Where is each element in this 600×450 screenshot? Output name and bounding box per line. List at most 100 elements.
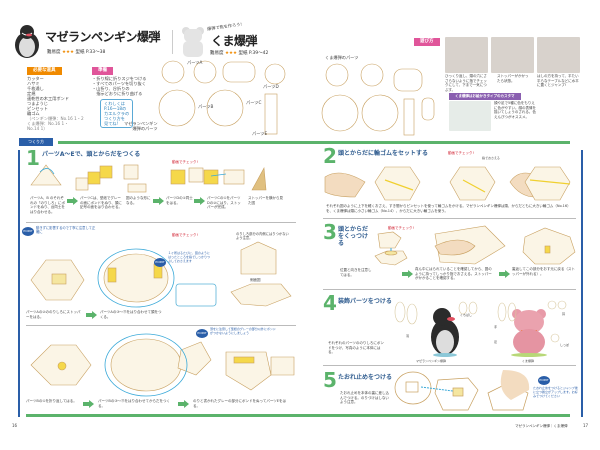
part-e-label: パーツE [252, 131, 268, 136]
page-number-left: 16 [12, 423, 18, 428]
top-rule [58, 141, 570, 144]
point-badge: POINT [154, 258, 166, 267]
decor-parts-outline [394, 300, 567, 343]
prep-label: 準備 [92, 67, 113, 75]
step-1-caption-2: パーツCは、型紙でグレーの面にボンドをぬり、頭に記号の面をはり合わせる。 [80, 196, 122, 209]
step-3-illustrations [374, 225, 576, 266]
right-rule [581, 150, 583, 417]
step-1-point-note: のりしろ部分の内側にはりつかないよう注意。 [236, 232, 289, 240]
step-2-caption: それぞれ図のように上下を軽くおさえ、すき間からピンセットを使って輪ゴムをかける。… [326, 204, 571, 213]
step-1-number: 1 [26, 146, 40, 170]
play-label: 遊び方 [414, 38, 440, 46]
left-rule [18, 150, 20, 417]
arrow-icon [178, 400, 189, 408]
step-5-number: 5 [323, 368, 337, 392]
step-3-caption-1: 位置と向きを注意してはる。 [340, 268, 372, 277]
part-d-label: パーツD [263, 84, 279, 89]
play-photo-1 [445, 37, 488, 73]
penguin-parts-caption: マゼランペンギン 爆弾のパーツ [124, 121, 158, 131]
part-c-label: パーツC [246, 100, 262, 105]
penguin-meta: 難易度 ★★★ 型紙 P.33〜38 [47, 50, 106, 55]
step-1-point-2: １ヶ所はるたびに、図のようにはったところを指でしっかりつぶしておさえます [168, 251, 211, 263]
callout-beak: くちばし [460, 313, 473, 317]
step-1-video-check[interactable]: 動画でチェック! [172, 160, 198, 164]
play-step-2: ストッパーがかかったら状態。 [497, 74, 529, 83]
arrow-icon [67, 197, 78, 205]
bear-tagline: 爆弾で熊を作ろう! [206, 21, 243, 32]
step-1-caption-7: パーツAの②ののりしろにストッパーをはる。 [26, 310, 81, 319]
tools-label: 必要な道具 [27, 67, 62, 75]
bear-meta: 難易度 ★★★ 型紙 P.39〜42 [210, 51, 269, 56]
step-5-title: たおれ止めをつける [338, 374, 393, 381]
step-2-video-check[interactable]: 動画でチェック! [448, 151, 474, 155]
body-assembly-illustration [30, 333, 295, 397]
step-1-caption-5: パーツCの①をパーツDの②にはり、ストッパーが完成。 [207, 196, 241, 209]
bear-parts-diagram [321, 63, 435, 136]
running-footer: マゼランペンギン爆弾｜くま爆弾 [515, 424, 568, 428]
step-2-illustrations [324, 166, 571, 201]
bear-photo [511, 309, 547, 357]
step-1-point-3: 頭をに注意して型紙のグレーの部分以外にボンドがつかないようにしましょう [210, 327, 276, 335]
divider [323, 289, 576, 290]
part-b-label: パーツB [198, 104, 214, 109]
penguin-photo [431, 308, 459, 357]
arrow-icon [153, 197, 164, 205]
step-5-caption: たおれ止めを本体の裏に差し込んでつける。のりづけはしないよう注意。 [340, 391, 389, 404]
step-1-title: パーツA〜Eで、頭とからだをつくる [42, 151, 141, 158]
step-3-title: 頭とからだをくっつける [338, 226, 369, 247]
tip-label: くま爆弾はお絵かきタイプのカスタマ [449, 93, 521, 100]
play-step-3: はしの方を持って、平たい平らなテーブルなどに水平に置くとジャンプ! [537, 74, 579, 87]
divider [26, 222, 296, 223]
penguin-icon [15, 25, 39, 58]
step-1-caption-4: パーツDの①同士をはる。 [166, 196, 193, 205]
bear-photo-label: くま爆弾 [522, 359, 535, 363]
title-divider [172, 30, 173, 54]
step-5-point: たおれ止めをつけるとジャンプ後に立つ確立がアップします。お好みでつけてください [533, 386, 578, 398]
page-number-right: 17 [583, 423, 589, 428]
step-1-caption-10: パーツBの③〜⑪をはり合わせてからだをつくる。 [98, 399, 170, 408]
bottom-rule-left [26, 414, 301, 417]
arrow-icon [402, 270, 413, 278]
point-badge: POINT [22, 227, 34, 236]
callout-tail: しっぽ [560, 343, 570, 347]
hold-label: 指でおさえる [482, 156, 500, 160]
section-tab: つくり方 [19, 138, 53, 146]
side-view-label: 側面図 [250, 278, 261, 282]
penguin-parts-diagram [158, 60, 286, 135]
step-4-caption: それぞれのパーツののりしろにボンドをつけ、写真のように本体にはる。 [328, 341, 384, 354]
bear-icon [182, 27, 204, 57]
step-1-caption-3: 図のような形になる。 [126, 196, 151, 205]
callout-hand: 手 [494, 325, 498, 329]
step-3-video-check[interactable]: 動画でチェック! [388, 226, 414, 230]
penguin-title: マゼランペンギン爆弾 [45, 30, 161, 44]
arrow-icon [86, 311, 97, 319]
prep-list: ・折り線に折りスジをつける・すべてのパーツを切り抜く・山折り、谷折りの 指示どお… [92, 76, 147, 96]
step-3-caption-3: 裏返してこの部分をおす元に戻る（ストッパーが外れる）。 [512, 267, 575, 276]
divider [323, 218, 576, 219]
arrow-icon [499, 270, 510, 278]
point-badge: POINT [196, 329, 208, 338]
step-1-point-1: 動きずに影響するので丁寧に注意して正確に [36, 226, 96, 234]
part-a-label: パーツA [187, 60, 203, 65]
step-1-caption-6: ストッパーを横から見た図 [248, 196, 283, 205]
step-1-illustrations [30, 164, 267, 193]
step-3-caption-2: 真ん中にはられていることを確認してから、図のように持ってしっかり指でおさえる。ス… [415, 267, 492, 280]
step-1-caption-1: パーツA、B のそれぞれの「のりしろ」にボンドをぬり、台同士をはり合わせる。 [30, 196, 65, 214]
tip-text: 顔や足で5種に色をもりえに色がやすい。顔の表情を描いてしょうのされる。色えんぴつ… [494, 101, 536, 119]
bottom-rule-right [300, 414, 570, 417]
step-3-number: 3 [323, 220, 337, 244]
callout-ear: 耳 [562, 312, 566, 316]
step-1-video-check-2[interactable]: 動画でチェック! [172, 233, 198, 237]
divider [323, 365, 576, 366]
step-1-caption-8: パーツAの③〜⑪をはり合わせて頭をつくる。 [100, 310, 162, 319]
step-4-number: 4 [323, 291, 337, 315]
step-1-caption-11: のりと書かれたグレーの部分にボンドをぬってパーツEをはる。 [193, 399, 286, 408]
play-step-1: ひっくり返し、頭の穴にささらないように指でチェックにして、下まで一気につぶす。 [445, 74, 487, 92]
step-2-title: 頭とからだに輪ゴムをセットする [338, 150, 429, 157]
step-2-number: 2 [323, 144, 337, 168]
play-photo-2 [491, 37, 534, 73]
step-4-title: 装飾パーツをつける [338, 298, 392, 305]
divider [26, 325, 296, 326]
tip-photo [449, 101, 491, 131]
